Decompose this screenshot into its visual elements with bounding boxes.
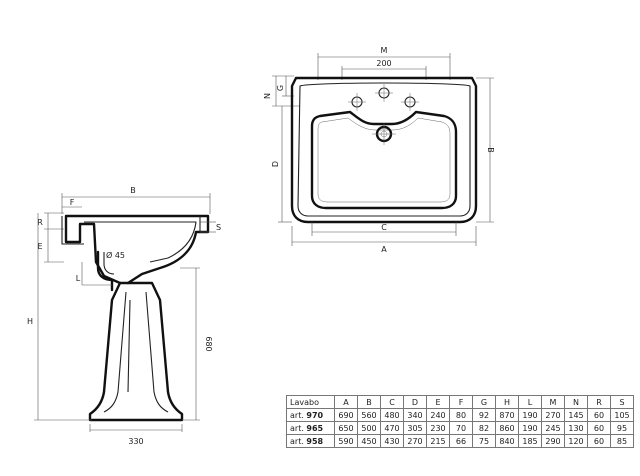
table-cell: 240 — [426, 408, 450, 422]
table-cell: 480 — [380, 408, 404, 422]
header-g: G — [472, 395, 496, 409]
header-f: F — [449, 395, 473, 409]
table-cell: 870 — [495, 408, 519, 422]
table-cell: 92 — [472, 408, 496, 422]
label-c: C — [381, 223, 387, 232]
label-e: E — [37, 242, 42, 251]
header-lavabo: Lavabo — [286, 395, 335, 409]
bowl-outline — [310, 110, 458, 210]
label-r: R — [37, 218, 43, 227]
header-b: B — [357, 395, 381, 409]
header-r: R — [587, 395, 611, 409]
table-cell: 75 — [472, 434, 496, 448]
table-cell: 60 — [587, 421, 611, 435]
table-cell: 80 — [449, 408, 473, 422]
pedestal-outline — [88, 281, 184, 422]
table-cell: 690 — [334, 408, 358, 422]
table-cell: 340 — [403, 408, 427, 422]
table-cell: 590 — [334, 434, 358, 448]
label-g: G — [276, 85, 285, 91]
table-cell: 560 — [357, 408, 381, 422]
label-n: N — [263, 93, 272, 99]
table-cell: 430 — [380, 434, 404, 448]
drain-hole — [372, 123, 396, 145]
header-a: A — [334, 395, 358, 409]
header-d: D — [403, 395, 427, 409]
table-row: art. 958 590 450 430 270 215 66 75 840 1… — [286, 434, 634, 448]
table-cell: 66 — [449, 434, 473, 448]
table-cell: 60 — [587, 434, 611, 448]
label-d: D — [271, 161, 280, 167]
label-680: 680 — [204, 336, 213, 351]
table-cell: 190 — [518, 408, 542, 422]
label-b-top: B — [486, 147, 495, 153]
header-e: E — [426, 395, 450, 409]
tap-hole-right — [401, 93, 419, 111]
row-label: art. 970 — [286, 408, 335, 422]
label-f: F — [70, 198, 75, 207]
table-cell: 840 — [495, 434, 519, 448]
table-cell: 82 — [472, 421, 496, 435]
table-cell: 120 — [564, 434, 588, 448]
basin-top-outline — [290, 76, 478, 224]
tap-hole-left — [348, 93, 366, 111]
label-b-side: B — [130, 186, 136, 195]
header-h: H — [495, 395, 519, 409]
table-cell: 85 — [610, 434, 634, 448]
siphon — [96, 250, 114, 292]
header-l: L — [518, 395, 542, 409]
table-header-row: Lavabo A B C D E F G H L M N R S — [286, 395, 634, 409]
table-cell: 305 — [403, 421, 427, 435]
table-cell: 860 — [495, 421, 519, 435]
top-view: M 200 N G — [263, 46, 495, 254]
table-row: art. 965 650 500 470 305 230 70 82 860 1… — [286, 421, 634, 435]
header-n: N — [564, 395, 588, 409]
table-cell: 60 — [587, 408, 611, 422]
label-m: M — [381, 46, 388, 55]
label-s: S — [216, 223, 221, 232]
table-cell: 500 — [357, 421, 381, 435]
table-cell: 650 — [334, 421, 358, 435]
label-h: H — [27, 317, 33, 326]
table-cell: 70 — [449, 421, 473, 435]
dimensions-table: Lavabo A B C D E F G H L M N R S art. 97… — [286, 395, 634, 448]
table-cell: 270 — [541, 408, 565, 422]
label-l: L — [76, 274, 81, 283]
table-row: art. 970 690 560 480 340 240 80 92 870 1… — [286, 408, 634, 422]
header-c: C — [380, 395, 404, 409]
row-label: art. 965 — [286, 421, 335, 435]
table-cell: 230 — [426, 421, 450, 435]
table-cell: 245 — [541, 421, 565, 435]
label-diameter-45: Ø 45 — [106, 250, 125, 260]
header-m: M — [541, 395, 565, 409]
table-cell: 270 — [403, 434, 427, 448]
table-cell: 105 — [610, 408, 634, 422]
table-cell: 130 — [564, 421, 588, 435]
row-label: art. 958 — [286, 434, 335, 448]
header-s: S — [610, 395, 634, 409]
label-330: 330 — [128, 437, 143, 446]
table-cell: 450 — [357, 434, 381, 448]
table-cell: 190 — [518, 421, 542, 435]
label-a: A — [381, 245, 387, 254]
table-cell: 145 — [564, 408, 588, 422]
table-cell: 215 — [426, 434, 450, 448]
table-cell: 290 — [541, 434, 565, 448]
tap-hole-center — [375, 84, 393, 102]
table-cell: 185 — [518, 434, 542, 448]
basin-side-profile — [64, 214, 210, 285]
table-cell: 95 — [610, 421, 634, 435]
side-view: B F R E Ø 45 L S H — [27, 186, 221, 446]
label-200: 200 — [376, 59, 391, 68]
table-cell: 470 — [380, 421, 404, 435]
